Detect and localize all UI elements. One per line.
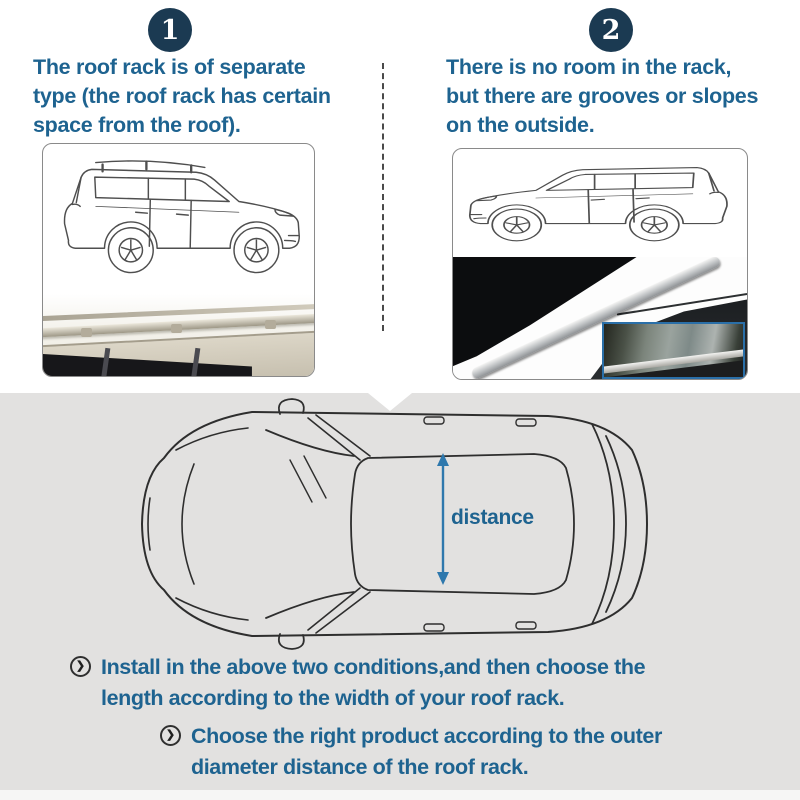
distance-arrow-icon xyxy=(437,453,449,585)
rail-foot xyxy=(265,320,276,329)
wiper-lines xyxy=(289,455,327,503)
note-item: ❯ Choose the right product according to … xyxy=(160,721,662,783)
heading-line: space from the roof). xyxy=(33,113,241,137)
step-2-number-badge: 2 xyxy=(589,8,633,52)
door-handle xyxy=(515,418,537,427)
door-handle xyxy=(423,623,445,632)
step-2-number: 2 xyxy=(601,14,621,46)
car-side-view-flush-roof-illustration xyxy=(468,167,728,242)
step-2-heading: There is no room in the rack, but there … xyxy=(446,53,758,140)
car-body-outline xyxy=(141,411,648,637)
hood-lines xyxy=(147,427,249,621)
flush-rail-closeup-inset xyxy=(602,322,745,379)
note-line: Choose the right product according to th… xyxy=(191,724,662,748)
lower-section: distance ❯ Install in the above two cond… xyxy=(0,393,800,790)
note-line: length according to the width of your ro… xyxy=(101,686,565,710)
windshield-lines xyxy=(265,429,355,619)
step-1-heading: The roof rack is of separate type (the r… xyxy=(33,53,331,140)
roof-panel xyxy=(350,453,575,595)
door-handle xyxy=(423,416,445,425)
note-line: Install in the above two conditions,and … xyxy=(101,655,646,679)
section-notch xyxy=(368,393,412,411)
raised-roof-rail-photo xyxy=(43,294,314,376)
note-item: ❯ Install in the above two conditions,an… xyxy=(70,652,646,714)
note-text: Install in the above two conditions,and … xyxy=(101,652,646,714)
car-body-outline xyxy=(468,167,728,225)
heading-line: type (the roof rack has certain xyxy=(33,84,331,108)
car-windows xyxy=(94,176,230,203)
car-body-outline xyxy=(63,168,300,249)
right-mirror xyxy=(277,633,305,650)
heading-line: There is no room in the rack, xyxy=(446,55,732,79)
step-1-image-panel xyxy=(42,143,315,377)
heading-line: on the outside. xyxy=(446,113,595,137)
distance-label: distance xyxy=(451,506,534,529)
note-text: Choose the right product according to th… xyxy=(191,721,662,783)
roof-rail-bar xyxy=(95,160,206,169)
circled-arrow-icon: ❯ xyxy=(160,725,181,746)
car-side-view-raised-rail-illustration xyxy=(63,160,300,274)
heading-line: The roof rack is of separate xyxy=(33,55,306,79)
headlight xyxy=(274,208,295,217)
step-1-number: 1 xyxy=(160,14,180,46)
note-line: diameter distance of the roof rack. xyxy=(191,755,529,779)
door-handle xyxy=(515,621,537,630)
step-1-number-badge: 1 xyxy=(148,8,192,52)
heading-line: but there are grooves or slopes xyxy=(446,84,759,108)
rear-lines xyxy=(591,423,627,625)
circled-arrow-icon: ❯ xyxy=(70,656,91,677)
car-windows xyxy=(545,172,695,191)
car-top-view-illustration xyxy=(141,398,648,650)
column-divider xyxy=(382,63,384,331)
headlight xyxy=(475,195,498,202)
pillar-lines xyxy=(307,414,371,634)
step-2-image-panel xyxy=(452,148,748,380)
bottom-margin xyxy=(0,790,800,800)
rail-foot xyxy=(171,324,182,333)
rail-foot xyxy=(81,328,92,337)
left-mirror xyxy=(277,398,305,415)
flush-roof-rail-photo xyxy=(453,257,747,379)
